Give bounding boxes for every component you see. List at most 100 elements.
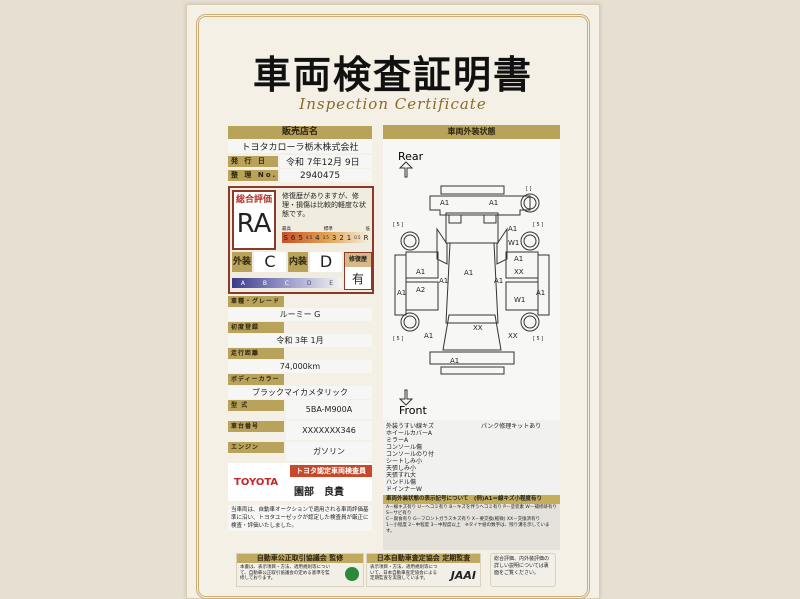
exterior-diagram: 車両外装状態 <box>383 125 560 420</box>
footer-text-1: 本書は、表示項目・方法、適用規則等について、自動車公正取引協議会の定める基準を監… <box>240 565 330 581</box>
interior-label: 内装 <box>288 252 308 272</box>
certificate-title: 車両検査証明書 <box>252 52 533 97</box>
footer-fair-trade: 自動車公正取引協議会 監修 本書は、表示項目・方法、適用規則等について、自動車公… <box>236 553 364 587</box>
scale-step: 0.5 <box>354 235 361 240</box>
scale-step: 4.5 <box>305 235 313 240</box>
inspection-statement: 当車両は、自動車オークションで適用される車両評価基準に沿い、トヨタユーゼックが認… <box>228 505 372 531</box>
footer-jaai: 日本自動車査定協会 定期監査 表示項目・方法、適用規則等について、日本自動車査定… <box>366 553 481 587</box>
damage-mark: A1 <box>439 277 448 285</box>
note-item: コンソール傷 <box>386 444 423 451</box>
legend-line: A－線キズ有り U－ヘコミ有り B－キズを伴うヘコミ有り P－塗装素 W－補修跡… <box>386 505 557 516</box>
ornate-border <box>196 14 590 599</box>
inspector-badge: トヨタ認定車両検査員 <box>290 465 372 477</box>
vehicle-value: ガソリン <box>286 442 372 461</box>
overall-grade-box: 総合評価 RA <box>232 190 276 250</box>
damage-mark: W1 <box>508 239 519 247</box>
serial-no-value: 2940475 <box>280 169 372 182</box>
repair-history-value: 有 <box>351 272 364 286</box>
note-item: 天張しみ小 <box>386 465 417 472</box>
vehicle-label: ボディーカラー <box>228 374 284 385</box>
note-item: ミラーA <box>386 437 409 444</box>
subscale-step: B <box>262 279 267 287</box>
scale-low: 低 <box>365 227 371 232</box>
toyota-logo: TOYOTA <box>234 477 279 488</box>
vehicle-label: 車台番号 <box>228 421 284 432</box>
issue-date-label: 発 行 日 <box>228 156 278 167</box>
legend-line: 1－小程度 2－中程度 3－中程度以上 ※タイヤ値の数字は、残り溝を示しています… <box>386 523 550 534</box>
damage-mark: XX <box>473 324 483 332</box>
scale-step: 3 <box>331 233 337 242</box>
damage-mark: [ 5 ] <box>393 336 403 342</box>
damage-mark: A1 <box>514 255 523 263</box>
note-item: コンソールのり付 <box>386 451 435 458</box>
vehicle-label: 型 式 <box>228 400 284 411</box>
damage-mark: A1 <box>508 225 517 233</box>
scale-step: 5 <box>298 233 303 242</box>
damage-mark: [ 5 ] <box>533 222 543 228</box>
damage-mark: A1 <box>416 268 425 276</box>
vehicle-value: 74,000km <box>228 360 372 373</box>
damage-mark: A2 <box>416 286 425 294</box>
inspector-panel: TOYOTA トヨタ認定車両検査員 園部 良貴 <box>228 463 372 501</box>
damage-mark: A1 <box>536 289 545 297</box>
interior-grade: D <box>310 252 342 272</box>
damage-mark: A1 <box>450 357 459 365</box>
exterior-label: 外装 <box>232 252 252 272</box>
scale-high: 最高 <box>282 227 291 232</box>
fair-trade-seal-icon <box>345 567 359 581</box>
footer-title-1: 自動車公正取引協議会 監修 <box>237 554 363 563</box>
note-item: ドインナーW <box>386 486 422 493</box>
vehicle-label: 初度登録 <box>228 322 284 333</box>
rear-label: Rear <box>398 150 424 163</box>
scale-step: 2 <box>339 233 344 242</box>
issue-date-value: 令和 7年12月 9日 <box>280 155 372 168</box>
subscale-step: E <box>329 279 334 287</box>
dealer-label: 販売店名 <box>228 126 372 139</box>
overall-comment: 修復歴がありますが、修理・損傷は比較的軽度な状態です。 <box>282 192 366 218</box>
interior-exterior-scale-bar: A B C D E <box>232 278 342 288</box>
damage-mark: A1 <box>464 269 473 277</box>
damage-mark: A1 <box>440 199 449 207</box>
scale-step: 6 <box>290 233 296 242</box>
damage-mark: [ 5 ] <box>393 222 403 228</box>
jaai-logo: JAAI <box>450 569 476 582</box>
subscale-step: C <box>284 279 289 287</box>
scale-step: 3.5 <box>322 235 329 240</box>
footer-note: 総合評価、内外装評価の詳しい説明については裏面をご覧ください。 <box>490 553 556 587</box>
vehicle-value: 令和 3年 1月 <box>228 334 372 347</box>
note-item: シートしみ小 <box>386 458 423 465</box>
repair-history-label: 修復歴 <box>345 253 371 267</box>
serial-no-label: 整 理 No. <box>228 170 278 181</box>
vehicle-value: ブラックマイカメタリック <box>228 386 372 399</box>
scale-step: 4 <box>315 233 320 242</box>
note-item: ハンドル傷 <box>386 479 417 486</box>
certificate-subtitle: Inspection Certificate <box>299 95 487 113</box>
diagram-title: 車両外装状態 <box>383 125 560 139</box>
overall-grade: RA <box>236 209 272 239</box>
damage-mark: A1 <box>397 289 406 297</box>
vehicle-value: ルーミー G <box>228 308 372 321</box>
damage-mark: A1 <box>424 332 433 340</box>
exterior-grade: C <box>254 252 286 272</box>
front-arrow-icon <box>398 389 414 406</box>
legend-title: 車両外装状態の表示記号について (例)A1＝線キズ小程度有り <box>383 495 560 504</box>
vehicle-value: XXXXXXX346 <box>286 421 372 440</box>
vehicle-label: エンジン <box>228 442 284 453</box>
note-item: 天張すれ大 <box>386 472 417 479</box>
front-label: Front <box>399 404 428 417</box>
subscale-step: A <box>240 279 246 287</box>
scale-step: S <box>283 233 288 242</box>
repair-history-box: 修復歴 有 <box>344 252 372 290</box>
subscale-step: D <box>306 279 312 287</box>
legend-line: C－腐食有り G－フロントガラスキズ有り X－要交換(軽微) XX－交換済有り <box>386 517 541 522</box>
vehicle-value: 5BA-M900A <box>286 400 372 419</box>
note-right: パンク修理キットあり <box>481 423 542 430</box>
damage-mark: A1 <box>489 199 498 207</box>
inspector-name: 園部 良貴 <box>294 487 344 498</box>
rear-arrow-icon <box>398 161 414 178</box>
overall-label: 総合評価 <box>235 195 272 205</box>
dealer-value: トヨタカローラ栃木株式会社 <box>228 139 372 153</box>
damage-mark: A1 <box>494 277 503 285</box>
